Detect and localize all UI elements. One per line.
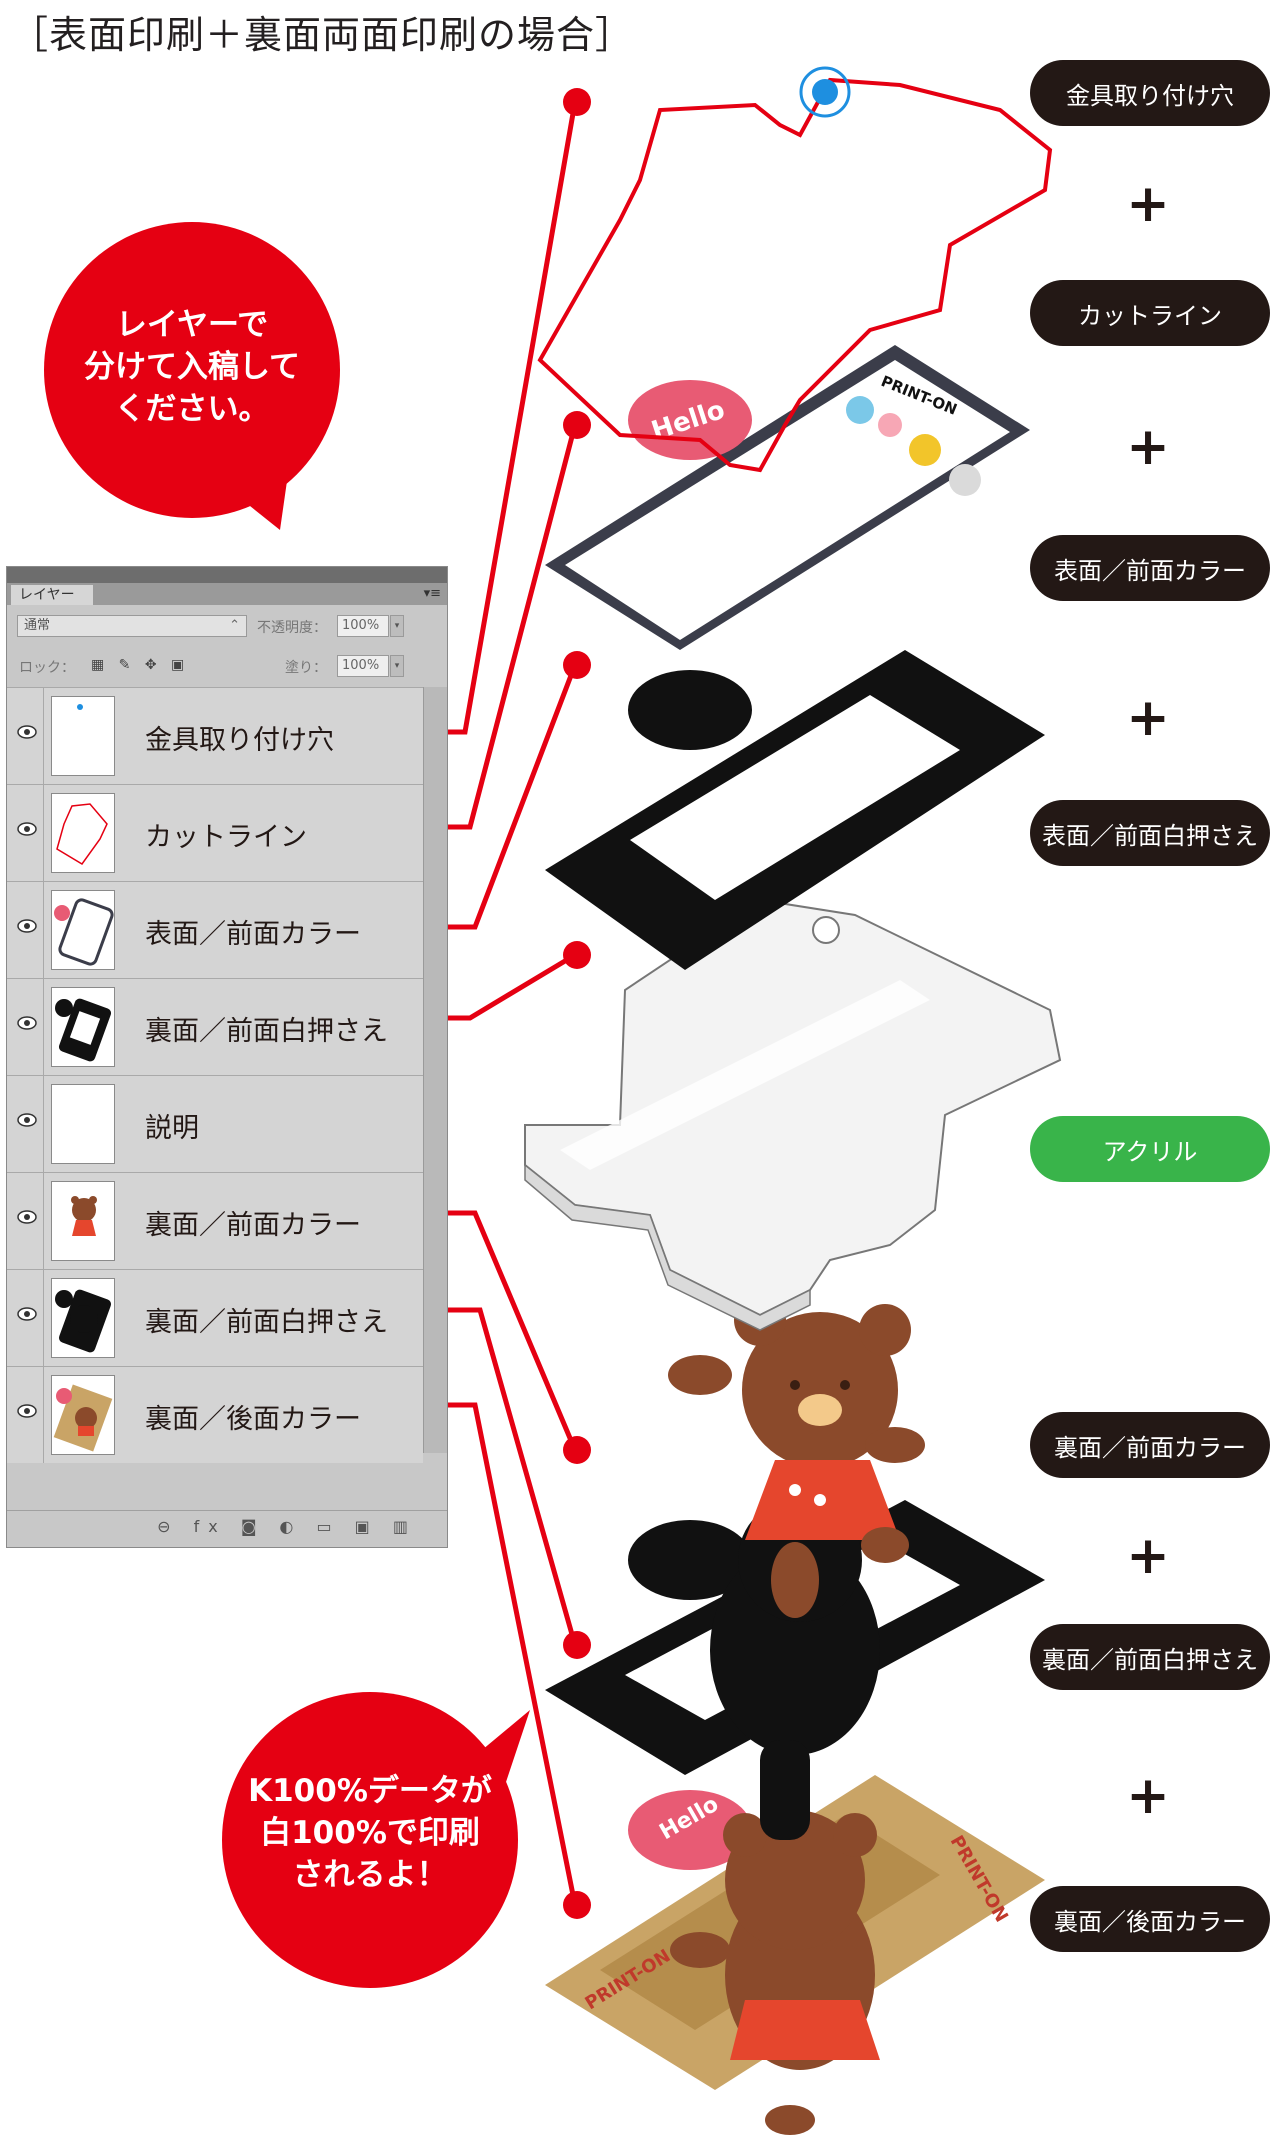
opacity-dropdown-icon[interactable]: ▾ (390, 615, 404, 637)
hole-marker (799, 66, 851, 118)
blend-mode-value: 通常 (24, 618, 51, 633)
bubble-bottom-line-2: 白100%で印刷 (260, 1815, 480, 1851)
label-hole: 金具取り付け穴 (1030, 60, 1270, 126)
panel-action-icons[interactable]: ⊖ fx ◙ ◐ ▭ ▣ ▥ (157, 1517, 417, 1536)
bubble-top-line-2: 分けて入稿して (83, 349, 301, 385)
layer-list: 金具取り付け穴 カットライン 表面／前面カラー 裏面／前面白押さえ 説明 (7, 687, 423, 1463)
fill-dropdown-icon[interactable]: ▾ (390, 655, 404, 677)
layer-divider (43, 785, 44, 881)
blend-mode-select[interactable]: 通常 ⌃ (17, 615, 247, 637)
layer-divider (43, 1270, 44, 1366)
label-back-front-color: 裏面／前面カラー (1030, 1412, 1270, 1478)
layers-panel: レイヤー ▾≡ 通常 ⌃ 不透明度： 100% ▾ ロック： ▦ ✎ ✥ ▣ 塗… (6, 566, 448, 1548)
opacity-label: 不透明度： (257, 620, 327, 636)
bubble-top-line-1: レイヤーで (115, 307, 269, 343)
back-front-color-layer (668, 1294, 925, 1618)
layer-name: 裏面／前面白押さえ (145, 1016, 388, 1047)
speech-bubble-bottom (222, 1692, 530, 1988)
fill-input[interactable]: 100% (337, 655, 389, 677)
speech-bubble-top-text: レイヤーで 分けて入稿して ください。 (72, 304, 312, 430)
eye-icon[interactable] (17, 1112, 37, 1128)
label-cut-line: カットライン (1030, 280, 1270, 346)
speech-bubble-bottom-text: K100%データが 白100%で印刷 されるよ！ (240, 1770, 500, 1896)
lock-row: ロック： ▦ ✎ ✥ ▣ 塗り： 100% ▾ (7, 645, 447, 685)
layer-thumbnail (51, 1084, 115, 1164)
plus-sign-1: + (1126, 174, 1170, 234)
layer-divider (43, 688, 44, 784)
bubble-bottom-line-3: されるよ！ (292, 1857, 448, 1893)
eye-icon[interactable] (17, 821, 37, 837)
opacity-input[interactable]: 100% (337, 615, 389, 637)
front-color-layer: Hello PRINT-ON (545, 345, 1030, 650)
label-acrylic: アクリル (1030, 1116, 1270, 1182)
bubble-bottom-line-1: K100%データが (248, 1773, 492, 1809)
back-rear-color-layer: Hello PRINT-ON PRINT-ON (545, 1775, 1045, 2135)
plus-sign-3: + (1126, 688, 1170, 748)
layer-row-back-rear-color[interactable]: 裏面／後面カラー (7, 1366, 423, 1463)
layer-thumbnail (51, 987, 115, 1067)
layer-thumbnail (51, 793, 115, 873)
panel-title-bar[interactable] (7, 567, 447, 583)
layer-divider (43, 1076, 44, 1172)
cut-line-path (537, 77, 1053, 473)
eye-icon[interactable] (17, 1403, 37, 1419)
plus-sign-4: + (1126, 1526, 1170, 1586)
eye-icon[interactable] (17, 918, 37, 934)
eye-icon[interactable] (17, 724, 37, 740)
layer-row-description[interactable]: 説明 (7, 1075, 423, 1172)
layer-name: 裏面／前面白押さえ (145, 1307, 388, 1338)
tab-layers[interactable]: レイヤー (11, 585, 93, 605)
front-white-layer (545, 650, 1045, 970)
panel-tab-row: レイヤー ▾≡ (7, 583, 447, 605)
layer-thumbnail (51, 890, 115, 970)
connector-dots (563, 88, 591, 1919)
layer-row-front-white[interactable]: 裏面／前面白押さえ (7, 978, 423, 1075)
layer-thumbnail (51, 1278, 115, 1358)
page-title: ［表面印刷＋裏面両面印刷の場合］ (10, 13, 635, 57)
lock-icons[interactable]: ▦ ✎ ✥ ▣ (91, 657, 190, 673)
layer-name: 表面／前面カラー (145, 919, 361, 950)
speech-bubble-top (44, 222, 340, 530)
layer-row-back-front-color[interactable]: 裏面／前面カラー (7, 1172, 423, 1269)
layer-row-hole[interactable]: 金具取り付け穴 (7, 687, 423, 784)
label-back-rear-color: 裏面／後面カラー (1030, 1886, 1270, 1952)
layer-row-back-front-white[interactable]: 裏面／前面白押さえ (7, 1269, 423, 1366)
layer-divider (43, 1367, 44, 1463)
layer-divider (43, 979, 44, 1075)
fill-label: 塗り： (285, 660, 327, 676)
label-back-front-white: 裏面／前面白押さえ (1030, 1624, 1270, 1690)
lock-label: ロック： (19, 660, 75, 676)
plus-sign-5: + (1126, 1766, 1170, 1826)
layer-thumbnail (51, 1375, 115, 1455)
layer-thumbnail (51, 696, 115, 776)
layer-row-cut[interactable]: カットライン (7, 784, 423, 881)
layer-list-scrollbar[interactable] (423, 687, 447, 1453)
blend-row: 通常 ⌃ 不透明度： 100% ▾ (7, 605, 447, 645)
label-front-white: 表面／前面白押さえ (1030, 800, 1270, 866)
panel-menu-icon[interactable]: ▾≡ (423, 586, 441, 601)
layer-thumbnail (51, 1181, 115, 1261)
layer-name: 裏面／後面カラー (145, 1404, 361, 1435)
plus-sign-2: + (1126, 417, 1170, 477)
eye-icon[interactable] (17, 1306, 37, 1322)
layer-name: カットライン (145, 822, 307, 853)
eye-icon[interactable] (17, 1015, 37, 1031)
label-front-color: 表面／前面カラー (1030, 535, 1270, 601)
layer-name: 説明 (145, 1113, 199, 1144)
layer-divider (43, 882, 44, 978)
eye-icon[interactable] (17, 1209, 37, 1225)
layer-row-front-color[interactable]: 表面／前面カラー (7, 881, 423, 978)
panel-bottom-bar: ⊖ fx ◙ ◐ ▭ ▣ ▥ (7, 1510, 447, 1547)
blend-mode-arrow-icon: ⌃ (229, 618, 240, 633)
layer-name: 裏面／前面カラー (145, 1210, 361, 1241)
acrylic-layer (524, 898, 1062, 1331)
layer-name: 金具取り付け穴 (145, 725, 334, 756)
bubble-top-line-3: ください。 (114, 391, 270, 427)
layer-divider (43, 1173, 44, 1269)
